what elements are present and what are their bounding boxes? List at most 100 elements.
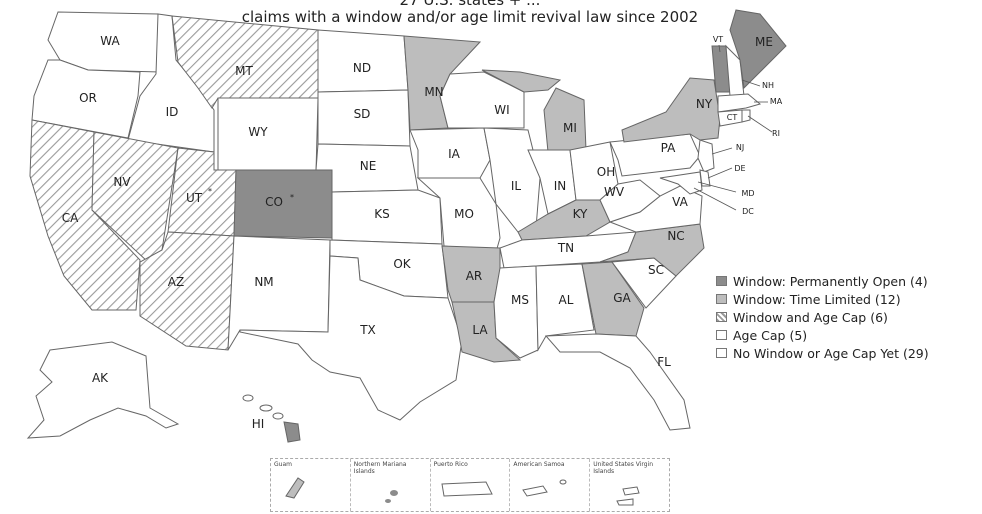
- legend: Window: Permanently Open (4) Window: Tim…: [716, 272, 929, 362]
- label-mt: MT: [235, 64, 253, 78]
- label-nd: ND: [353, 61, 371, 75]
- pr-shape: [441, 481, 493, 497]
- label-va: VA: [672, 195, 688, 209]
- label-mi: MI: [563, 121, 577, 135]
- territory-guam: Guam: [271, 459, 351, 511]
- title-line-2: claims with a window and/or age limit re…: [241, 8, 699, 26]
- territory-label: Puerto Rico: [433, 461, 468, 468]
- state-nc: [599, 223, 705, 277]
- state-fl: [544, 333, 691, 431]
- state-ak: [26, 341, 180, 439]
- legend-label: Age Cap (5): [733, 327, 808, 343]
- label-nj: NJ: [736, 143, 744, 152]
- label-ri: RI: [772, 129, 780, 138]
- legend-label: Window and Age Cap (6): [733, 309, 888, 325]
- state-al: [535, 263, 595, 352]
- label-ny: NY: [696, 97, 713, 111]
- legend-swatch: [716, 330, 727, 340]
- state-wv: [599, 179, 661, 223]
- label-tn: TN: [557, 241, 574, 255]
- territory-label: United States Virgin Islands: [593, 461, 654, 475]
- label-ks: KS: [374, 207, 390, 221]
- state-mo: [416, 177, 501, 253]
- label-ca: CA: [62, 211, 79, 225]
- legend-swatch: [716, 276, 727, 286]
- label-me: ME: [755, 35, 773, 49]
- label-hi: HI: [252, 417, 265, 431]
- legend-item-none: No Window or Age Cap Yet (29): [716, 344, 929, 362]
- territory-nmi: Northern Mariana Islands: [351, 459, 431, 511]
- label-nc: NC: [667, 229, 684, 243]
- legend-item-age-cap: Age Cap (5): [716, 326, 929, 344]
- label-sc: SC: [648, 263, 664, 277]
- leader-lines: [693, 44, 773, 211]
- label-id: ID: [166, 105, 179, 119]
- label-wy: WY: [248, 125, 268, 139]
- label-ia: IA: [448, 147, 461, 161]
- label-mn: MN: [424, 85, 443, 99]
- state-or: [31, 59, 141, 139]
- label-sd: SD: [354, 107, 371, 121]
- label-wi: WI: [494, 103, 509, 117]
- state-ma: [717, 93, 762, 113]
- state-id: [127, 13, 215, 153]
- legend-swatch: [716, 312, 727, 322]
- label-co: CO: [265, 195, 283, 209]
- label-ut: UT: [186, 191, 203, 205]
- label-ma: MA: [770, 97, 783, 106]
- label-ct: CT: [727, 113, 738, 122]
- legend-item-window-age-cap: Window and Age Cap (6): [716, 308, 929, 326]
- territory-label: Northern Mariana Islands: [353, 461, 407, 475]
- title-line-1: 27 U.S. states + ...: [399, 0, 541, 9]
- label-wa: WA: [100, 34, 120, 48]
- label-in: IN: [554, 179, 567, 193]
- label-or: OR: [79, 91, 97, 105]
- legend-swatch: [716, 348, 727, 358]
- state-ri: [741, 109, 751, 123]
- legend-label: Window: Permanently Open (4): [733, 273, 928, 289]
- asterisk-ut: *: [208, 187, 212, 196]
- label-fl: FL: [657, 355, 671, 369]
- legend-label: Window: Time Limited (12): [733, 291, 901, 307]
- label-la: LA: [472, 323, 488, 337]
- state-ny: [621, 77, 721, 143]
- legend-label: No Window or Age Cap Yet (29): [733, 345, 929, 361]
- state-wy: [217, 97, 319, 173]
- state-ga: [581, 261, 645, 337]
- label-pa: PA: [661, 141, 676, 155]
- label-ne: NE: [360, 159, 377, 173]
- nmi-shape: [384, 490, 398, 503]
- label-ak: AK: [92, 371, 109, 385]
- label-nm: NM: [254, 275, 273, 289]
- territories-inset: Guam Northern Mariana Islands Puerto Ric…: [270, 458, 670, 512]
- state-co: [233, 169, 333, 239]
- label-ar: AR: [466, 269, 483, 283]
- legend-item-permanent: Window: Permanently Open (4): [716, 272, 929, 290]
- state-hi: [242, 394, 301, 443]
- territory-as: American Samoa: [510, 459, 591, 511]
- label-tx: TX: [359, 323, 376, 337]
- state-tx: [239, 255, 463, 421]
- state-wi: [439, 71, 525, 129]
- state-me: [729, 9, 787, 90]
- state-mi: [543, 87, 587, 153]
- label-ga: GA: [613, 291, 631, 305]
- label-ok: OK: [393, 257, 411, 271]
- label-de: DE: [734, 164, 745, 173]
- state-mi-up: [481, 69, 562, 93]
- label-nh: NH: [762, 81, 774, 90]
- label-wv: WV: [604, 185, 625, 199]
- label-ky: KY: [573, 207, 588, 221]
- label-oh: OH: [597, 165, 615, 179]
- state-md: [659, 171, 703, 195]
- label-il: IL: [511, 179, 522, 193]
- label-mo: MO: [454, 207, 474, 221]
- usvi-shape: [616, 486, 640, 506]
- label-al: AL: [559, 293, 574, 307]
- label-az: AZ: [168, 275, 184, 289]
- label-md: MD: [741, 189, 754, 198]
- as-shape: [522, 479, 567, 497]
- territory-usvi: United States Virgin Islands: [590, 459, 669, 511]
